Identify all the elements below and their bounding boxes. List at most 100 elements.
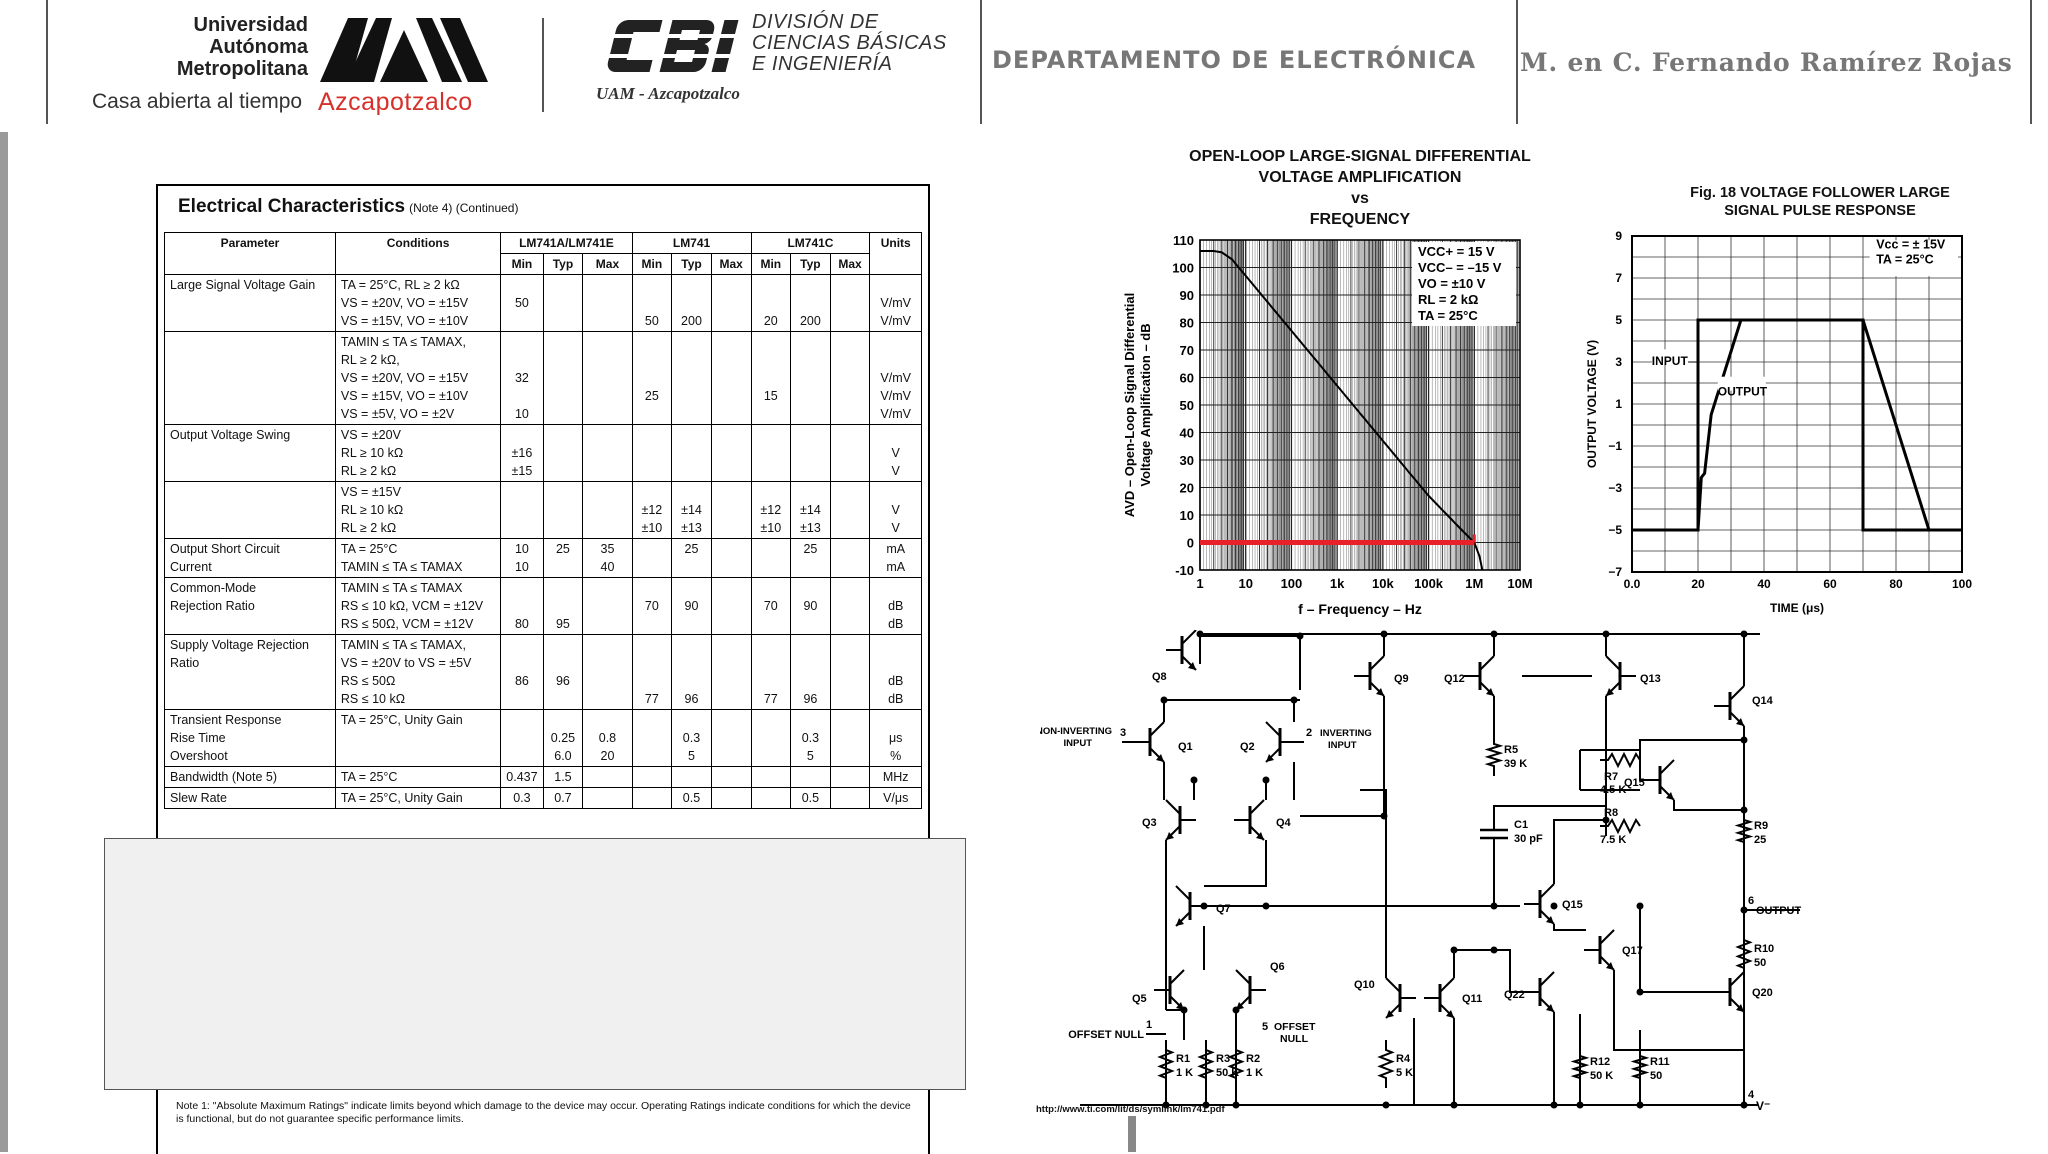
value-cell-line	[757, 789, 786, 807]
transistor-label: Q15	[1624, 777, 1645, 789]
transistor-label: Q8	[1152, 671, 1167, 683]
value-cell-line	[757, 636, 786, 654]
value-cell-line: 10	[514, 560, 529, 574]
header-typ: Typ	[790, 253, 831, 275]
value-cell-line: 6.0	[554, 749, 572, 763]
gain-chart-y-tick: 80	[1180, 316, 1194, 331]
value-cell-line	[549, 558, 578, 576]
schematic-wire	[1639, 739, 1744, 781]
parameter-cell-line: Output Short Circuit	[170, 542, 280, 556]
value-cell-line	[549, 690, 578, 708]
table-header-row: Parameter Conditions LM741A/LM741E LM741…	[164, 232, 922, 275]
schematic-node	[1450, 1101, 1458, 1109]
value-cell-line: ±13	[681, 521, 702, 535]
value-cell-line: 20	[600, 749, 615, 763]
transistor-label: Q4	[1276, 817, 1292, 829]
transistor-label: Q6	[1270, 961, 1285, 973]
value-cell: 50	[631, 274, 673, 332]
value-cell-line	[549, 711, 578, 729]
parameter-cell-line	[170, 351, 330, 369]
pulse-chart-x-tick: 20	[1691, 577, 1705, 591]
value-cell-line	[796, 579, 825, 597]
transistor-collector	[1599, 929, 1615, 945]
value-cell-line: ±12	[641, 503, 663, 517]
value-cell-line: 0.7	[554, 791, 572, 805]
conditions-cell-line: VS = ±20V, VO = ±15V	[340, 371, 469, 385]
header-divider	[46, 0, 48, 124]
parameter-cell-line	[170, 501, 330, 519]
gain-chart-x-label: f – Frequency – Hz	[1298, 601, 1422, 617]
table-row: TAMIN ≤ TA ≤ TAMAX,RL ≥ 2 kΩ,VS = ±20V, …	[164, 331, 922, 425]
conditions-cell-line: TA = 25°C, Unity Gain	[340, 791, 463, 805]
schematic-node	[1180, 1006, 1188, 1014]
value-cell	[542, 331, 584, 425]
value-cell: 1.5	[542, 766, 584, 788]
header-group-c: LM741C	[750, 232, 871, 254]
parameter-cell-line	[170, 369, 330, 387]
header-divider	[2030, 0, 2032, 124]
value-cell	[790, 331, 831, 425]
value-cell-line	[757, 294, 786, 312]
value-cell-line	[638, 654, 667, 672]
value-cell-line	[717, 333, 746, 351]
pulse-input-label: INPUT	[1652, 354, 1689, 368]
resistor	[1734, 810, 1754, 852]
value-cell: 0.437	[500, 766, 544, 788]
value-cell	[542, 274, 584, 332]
units-cell-line: mA	[886, 560, 906, 574]
value-cell: 15	[750, 331, 792, 425]
value-cell-line: 20	[763, 314, 778, 328]
conditions-cell-line: TAMIN ≤ TA ≤ TAMAX	[340, 581, 463, 595]
value-cell-line	[717, 558, 746, 576]
value-cell-line	[549, 333, 578, 351]
value-cell: 95	[542, 577, 584, 635]
parameter-cell-line: Slew Rate	[170, 791, 227, 805]
cbi-subtitle: UAM - Azcapotzalco	[596, 84, 740, 103]
transistor-label: Q17	[1622, 945, 1643, 957]
value-cell-line: 15	[763, 389, 778, 403]
pulse-output-label-bg	[1717, 376, 1766, 391]
header-min: Min	[500, 253, 544, 275]
value-cell: ±16±15	[500, 424, 544, 482]
bottom-divider	[1128, 1116, 1136, 1152]
value-cell-line	[638, 711, 667, 729]
gain-chart-legend-text: VO = ±10 V	[1418, 276, 1486, 291]
parameter-cell-line	[170, 294, 330, 312]
value-cell-line	[549, 351, 578, 369]
uam-logo	[320, 18, 488, 82]
pin-number: 1	[1146, 1019, 1152, 1031]
resistor-value: 39 K	[1504, 758, 1527, 770]
value-cell	[829, 481, 871, 539]
schematic-node	[1190, 776, 1198, 784]
parameter-cell: Large Signal Voltage Gain	[164, 274, 336, 332]
value-cell-line	[588, 768, 626, 786]
value-cell-line	[836, 729, 865, 747]
conditions-cell-line: TA = 25°C, RL ≥ 2 kΩ	[340, 278, 460, 292]
schematic-node	[1490, 902, 1498, 910]
table-note: Note 1: "Absolute Maximum Ratings" indic…	[176, 1100, 911, 1125]
value-cell: 0.3	[500, 787, 544, 809]
conditions-cell-line: RL ≥ 2 kΩ	[340, 521, 397, 535]
value-cell-line	[757, 444, 786, 462]
schematic-node	[1262, 902, 1270, 910]
transistor-collector	[1539, 883, 1555, 899]
university-name-line: Metropolitana	[176, 58, 308, 80]
value-cell-line: 10	[514, 542, 529, 556]
value-cell-line	[506, 501, 537, 519]
value-cell-line	[638, 333, 667, 351]
transistor-arrow	[1188, 662, 1196, 670]
resistor-value: 5 K	[1396, 1067, 1413, 1079]
units-cell: V/μs	[869, 787, 922, 809]
transistor-label: Q3	[1142, 817, 1157, 829]
value-cell-line	[796, 294, 825, 312]
value-cell-line: 0.25	[550, 731, 576, 745]
department-title: DEPARTAMENTO DE ELECTRÓNICA	[992, 46, 1477, 74]
value-cell	[829, 538, 871, 578]
value-cell-line	[717, 462, 746, 480]
parameter-cell-line	[170, 615, 330, 633]
schematic-node	[1490, 946, 1498, 954]
value-cell	[582, 481, 633, 539]
